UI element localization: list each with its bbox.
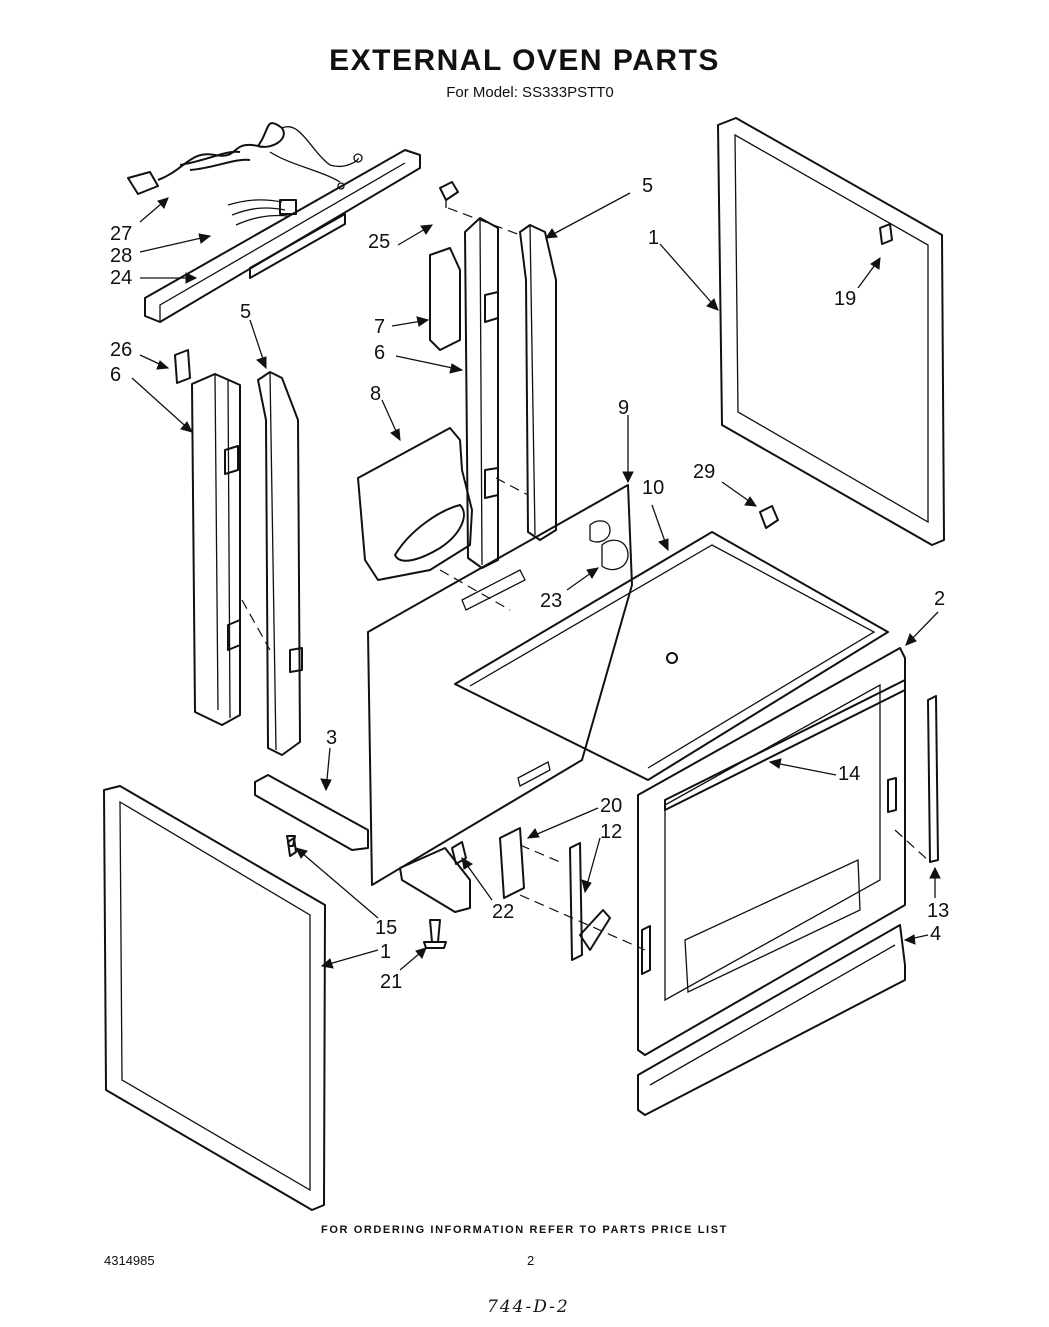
- grommet-29: [759, 505, 779, 529]
- callout-21: 21: [380, 971, 402, 993]
- bracket-26: [174, 349, 191, 384]
- page-number: 2: [527, 1253, 535, 1268]
- callout-20: 20: [600, 795, 622, 817]
- callout-2: 2: [934, 588, 945, 610]
- callout-5-center: 5: [642, 175, 653, 197]
- bottom-bracket: [399, 847, 471, 913]
- callout-24: 24: [110, 267, 132, 289]
- bracket-7: [429, 247, 461, 351]
- wire-harness: [227, 199, 297, 226]
- front-channel-left: [257, 371, 303, 756]
- rear-channel-center: [464, 217, 499, 569]
- callout-5-left: 5: [240, 301, 251, 323]
- bracket-12: [569, 842, 583, 961]
- ordering-note: FOR ORDERING INFORMATION REFER TO PARTS …: [321, 1224, 728, 1236]
- callout-28: 28: [110, 245, 132, 267]
- rear-channel-left: [191, 373, 241, 726]
- rear-panel: [367, 484, 633, 886]
- front-frame: [637, 647, 906, 1056]
- callout-6-left: 6: [110, 364, 121, 386]
- top-panel: [454, 531, 889, 781]
- callout-26: 26: [110, 339, 132, 361]
- clip-25: [439, 181, 459, 208]
- power-cord: [127, 122, 363, 195]
- callout-3: 3: [326, 727, 337, 749]
- callout-27: 27: [110, 223, 132, 245]
- callout-1-top: 1: [648, 227, 659, 249]
- front-channel-center: [519, 224, 557, 541]
- callout-22: 22: [492, 901, 514, 923]
- vent-duct: [357, 427, 473, 581]
- callout-10: 10: [642, 477, 664, 499]
- top-trim: [144, 149, 421, 323]
- callout-6-center: 6: [374, 342, 385, 364]
- callout-14: 14: [838, 763, 860, 785]
- callout-29: 29: [693, 461, 715, 483]
- clip-20: [499, 827, 525, 899]
- callout-12: 12: [600, 821, 622, 843]
- bottom-strip-3: [254, 774, 369, 851]
- clip-22: [451, 841, 467, 865]
- callout-4: 4: [930, 923, 941, 945]
- callout-19: 19: [834, 288, 856, 310]
- callout-25: 25: [368, 231, 390, 253]
- callout-7: 7: [374, 316, 385, 338]
- callout-15: 15: [375, 917, 397, 939]
- callout-8: 8: [370, 383, 381, 405]
- rod-13: [927, 695, 939, 863]
- hinge-12: [579, 909, 611, 951]
- callout-1-bottom: 1: [380, 941, 391, 963]
- model-subtitle: For Model: SS333PSTT0: [446, 84, 614, 101]
- crossbar-14: [664, 679, 906, 811]
- handwritten-note: 744-D-2: [487, 1297, 570, 1317]
- side-panel-right: [717, 117, 945, 546]
- callout-23: 23: [540, 590, 562, 612]
- assembly-lines: [241, 207, 931, 951]
- page-title: EXTERNAL OVEN PARTS: [329, 44, 720, 77]
- screw-21: [423, 919, 447, 949]
- side-panel-left: [103, 785, 326, 1211]
- callout-labels: 27 28 24 25 5 1 19 5 26 6 7 6 8 9 10 29 …: [110, 175, 949, 993]
- callout-9: 9: [618, 397, 629, 419]
- callout-13: 13: [927, 900, 949, 922]
- document-number: 4314985: [104, 1253, 155, 1268]
- screw-15: [286, 835, 296, 847]
- bottom-front-frame: [637, 924, 906, 1116]
- leader-lines: [131, 192, 941, 971]
